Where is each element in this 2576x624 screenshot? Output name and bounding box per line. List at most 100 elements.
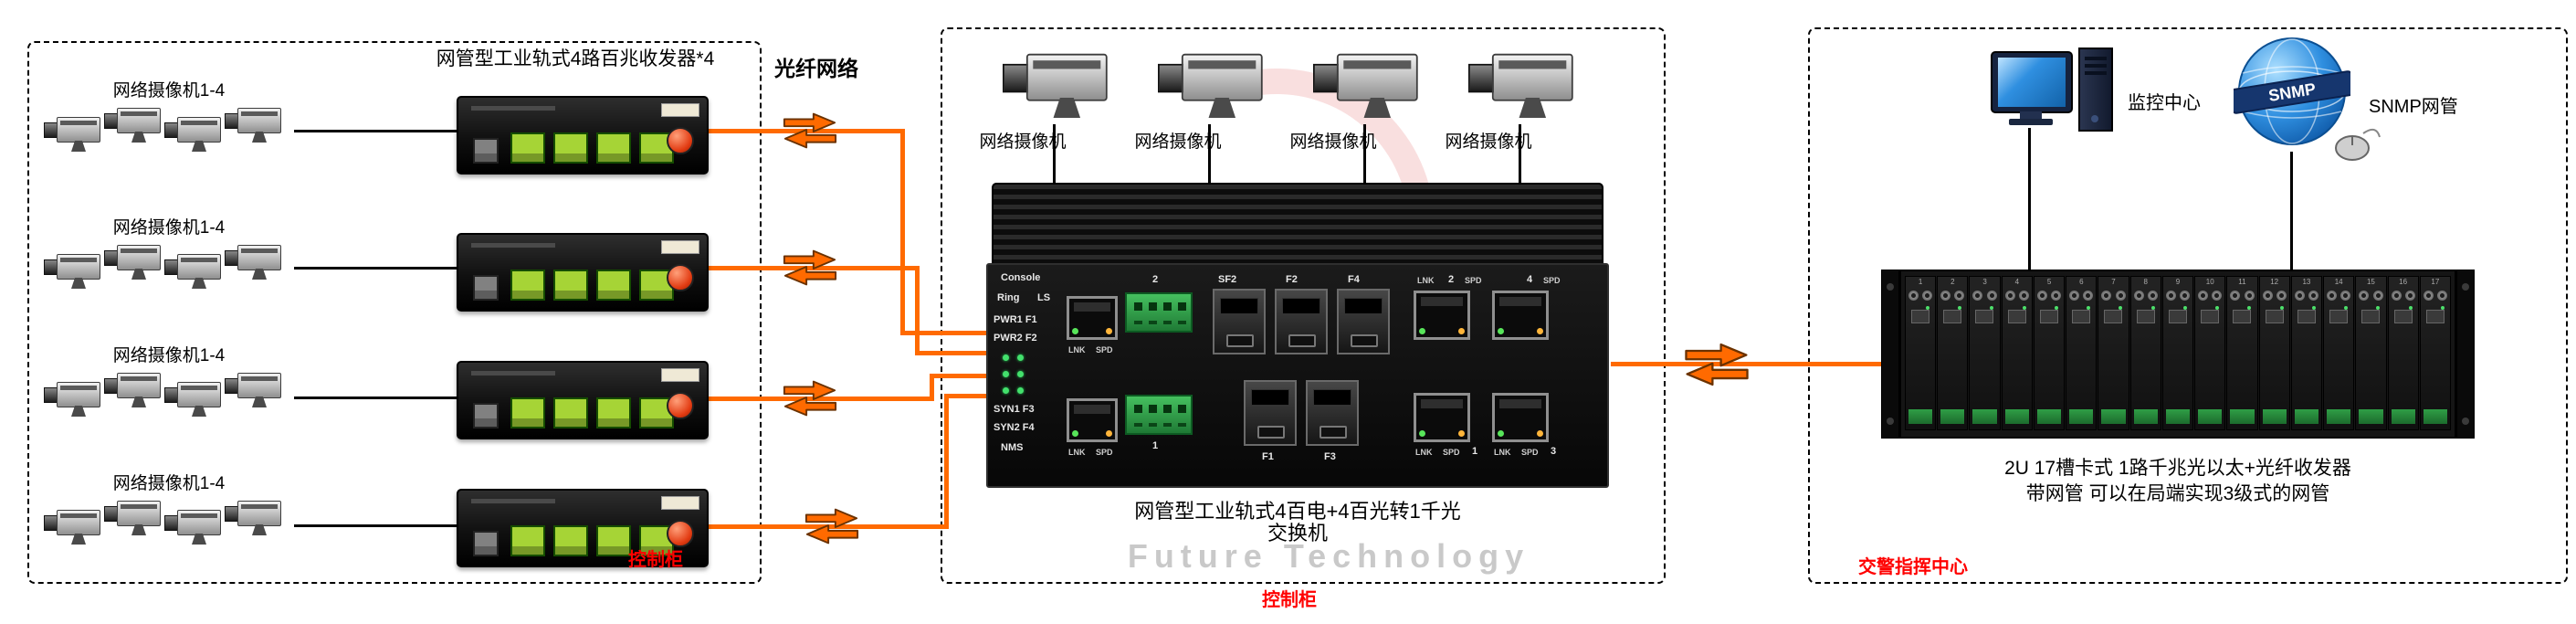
ethernet-port-3 [1492,393,1549,442]
rack-card: 5 [2033,276,2066,430]
label-spd: SPD [1521,448,1539,457]
sfp-slot-f4 [1337,289,1390,354]
fiber-link-line [915,351,1006,355]
label-pwr1: PWR1 F1 [994,314,1037,325]
camera-icon [44,502,102,548]
fiber-transceiver-4 [457,489,709,567]
relay-terminal-block [1125,395,1193,435]
rack-ear-right [2456,270,2475,439]
sfp-slot-f3 [1306,380,1359,446]
transceiver-title: 网管型工业轨式4路百兆收发器*4 [436,48,715,69]
fiber-link-line [705,397,933,401]
camera-icon [225,100,283,146]
camera-icon [225,238,283,283]
brand-watermark-text: Future Technology [1127,537,1530,575]
label-port-3: 3 [1551,446,1557,457]
monitoring-center-label: 监控中心 [2128,93,2201,113]
rack-card: 12 [2258,276,2290,430]
label-pwr2: PWR2 F2 [994,333,1037,344]
left-cabinet-footer: 控制柜 [628,550,683,570]
status-led [1003,371,1009,377]
label-spd: SPD [1096,448,1113,457]
rack-card: 14 [2323,276,2355,430]
mouse-icon [2335,128,2381,161]
switch-front-panel: Console Ring LS PWR1 F1 PWR2 F2 SYN1 F3 … [986,263,1609,488]
device-label-sticker [661,103,699,117]
rack-card: 11 [2226,276,2258,430]
fiber-port-icon [667,264,694,291]
camera-link-line [294,130,457,132]
status-led [1003,387,1009,394]
camera-label: 网络摄像机 [979,132,1067,152]
fiber-arrow-icon [782,379,838,418]
fiber-link-line [930,374,934,401]
ethernet-port-ls [1067,296,1118,340]
label-lnk: LNK [1415,448,1433,457]
rack-card: 3 [1969,276,2001,430]
camera-label: 网络摄像机 [1134,132,1222,152]
camera-icon [164,110,223,155]
status-led [1017,354,1024,361]
fiber-link-line [944,394,949,529]
switch-heatsink-vents [992,183,1603,267]
command-center-footer: 交警指挥中心 [1858,557,1968,577]
fiber-link-line [930,374,1006,378]
camera-label: 网络摄像机 [1289,132,1377,152]
camera-icon [104,493,163,539]
label-lnk: LNK [1068,448,1086,457]
label-spd: SPD [1443,448,1460,457]
switch-caption-line1: 网管型工业轨式4百电+4百光转1千光 [1134,500,1461,523]
label-spd: SPD [1543,276,1561,285]
ethernet-port-4 [1492,291,1549,340]
label-console: Console [1001,272,1041,283]
label-lnk: LNK [1494,448,1511,457]
rack-card: 4 [2001,276,2033,430]
rack-card: 10 [2194,276,2226,430]
rack-card: 1 [1905,276,1937,430]
rack-card: 6 [2066,276,2098,430]
label-f4: F4 [1348,274,1360,285]
label-f2: F2 [1286,274,1298,285]
label-spd: SPD [1465,276,1482,285]
camera-link-line [1519,124,1521,185]
label-port-4: 4 [1527,274,1533,285]
sfp-slot-f1 [1244,380,1297,446]
camera-group-label: 网络摄像机1-4 [112,346,226,365]
ethernet-ports [473,397,674,428]
camera-group-label: 网络摄像机1-4 [112,474,226,493]
fiber-link-line [705,266,919,270]
snmp-link-line [2290,152,2293,270]
fiber-arrow-icon [782,111,838,150]
switch-caption-line2: 交换机 [1267,522,1328,545]
device-label-sticker [661,496,699,510]
camera-label: 网络摄像机 [1445,132,1532,152]
camera-icon [164,375,223,420]
camera-icon [104,238,163,283]
label-terminal-1: 1 [1152,440,1159,451]
ethernet-port-2 [1414,291,1470,340]
device-label-sticker [661,240,699,254]
camera-group-label: 网络摄像机1-4 [112,81,226,100]
monitor-base [2009,119,2053,125]
rack-card: 13 [2290,276,2323,430]
label-syn2: SYN2 F4 [994,422,1035,433]
fiber-arrow-icon [1683,342,1751,387]
monitor-stand [2020,111,2042,119]
fiber-transceiver-2 [457,233,709,312]
status-led [1017,387,1024,394]
fiber-transceiver-3 [457,361,709,439]
camera-link-line [294,397,457,399]
fiber-link-line [900,129,905,335]
command-center-box [1808,27,2568,584]
camera-icon [164,247,223,292]
label-lnk: LNK [1068,345,1086,354]
camera-icon [1468,40,1576,125]
label-port-2: 2 [1448,274,1455,285]
left-cabinet-box [27,41,762,584]
camera-icon [1158,40,1266,125]
rack-caption-line2: 带网管 可以在局端实现3级式的网管 [2025,483,2330,504]
pc-tower-icon [2078,48,2113,132]
camera-link-line [294,524,457,527]
